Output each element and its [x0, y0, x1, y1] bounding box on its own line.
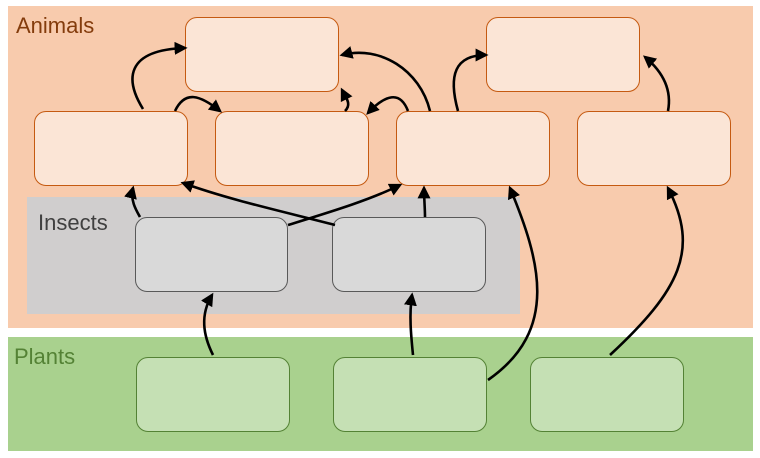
arrow-plant2-insect2 — [404, 292, 417, 356]
arrow-insect2-animal-mid1 — [180, 180, 336, 227]
insects-label: Insects — [38, 210, 108, 235]
arrow-animal-mid1-top1 — [131, 41, 188, 110]
arrow-animal-mid3-top1 — [339, 46, 432, 112]
plant-box-3[interactable] — [530, 357, 684, 432]
insect-box-1[interactable] — [135, 217, 288, 292]
arrow-insect2-animal-mid3 — [417, 185, 431, 218]
arrow-insect1-animal-mid1 — [124, 185, 142, 218]
plant-box-1[interactable] — [136, 357, 290, 432]
plant-box-2[interactable] — [333, 357, 487, 432]
arrow-insect1-animal-mid3 — [287, 183, 403, 227]
arrow-animal-mid3-mid2 — [366, 96, 410, 115]
animal-box-top-1[interactable] — [185, 17, 339, 92]
arrow-plant2-animal-mid3 — [487, 185, 539, 382]
animals-label: Animals — [16, 13, 95, 38]
arrow-plant3-animal-mid4 — [609, 185, 685, 356]
arrow-plant1-insect1 — [201, 292, 215, 356]
arrow-animal-mid3-top2 — [452, 48, 489, 112]
animal-box-top-2[interactable] — [486, 17, 640, 92]
arrow-animal-mid1-mid2 — [173, 95, 223, 113]
animal-box-mid-2[interactable] — [215, 111, 369, 186]
animal-box-mid-4[interactable] — [577, 111, 731, 186]
arrow-animal-mid4-top2 — [643, 55, 671, 112]
animal-box-mid-3[interactable] — [396, 111, 550, 186]
plants-label: Plants — [14, 344, 76, 369]
animal-box-mid-1[interactable] — [34, 111, 188, 186]
arrow-animal-mid2-top1 — [340, 87, 353, 112]
insect-box-2[interactable] — [332, 217, 486, 292]
